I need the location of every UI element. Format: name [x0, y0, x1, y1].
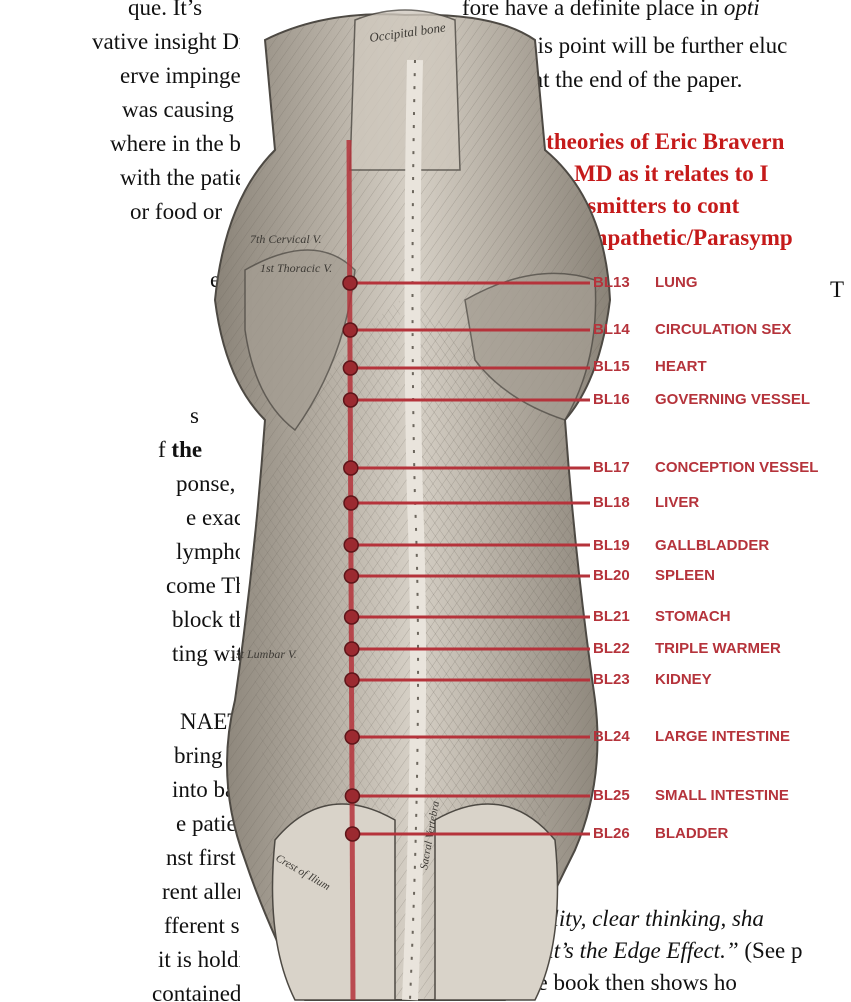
anatomy-label-thoracic: 1st Thoracic V. — [260, 261, 332, 275]
back-muscle-figure: Occipital bone 7th Cervical V. 1st Thora… — [205, 0, 625, 1002]
right-bottom-line-2-rest: (See p — [744, 938, 802, 963]
acupoint-marker — [345, 642, 359, 656]
acupoint-marker — [345, 789, 359, 803]
left-text-line: f the — [158, 436, 202, 464]
acupoint-marker — [343, 361, 357, 375]
acupoint-marker — [345, 673, 359, 687]
right-line-1-italic: opti — [724, 0, 760, 20]
side-letter: T — [830, 276, 844, 304]
acupoint-marker — [345, 610, 359, 624]
acupoint-marker — [344, 461, 358, 475]
acupoint-marker — [344, 496, 358, 510]
left-text-line: que. It’s — [128, 0, 202, 22]
anatomy-label-cervical: 7th Cervical V. — [250, 232, 322, 246]
acupoint-marker — [343, 323, 357, 337]
acupoint-marker — [343, 276, 357, 290]
acupoint-marker — [344, 393, 358, 407]
acupoint-marker — [344, 569, 358, 583]
back-muscle-illustration: Occipital bone 7th Cervical V. 1st Thora… — [205, 0, 625, 1002]
acupoint-marker — [346, 827, 360, 841]
acupoint-marker — [345, 730, 359, 744]
acupoint-marker — [344, 538, 358, 552]
left-text-line: s — [190, 402, 199, 430]
anatomy-label-lumbar: 1st Lumbar V. — [230, 647, 297, 661]
